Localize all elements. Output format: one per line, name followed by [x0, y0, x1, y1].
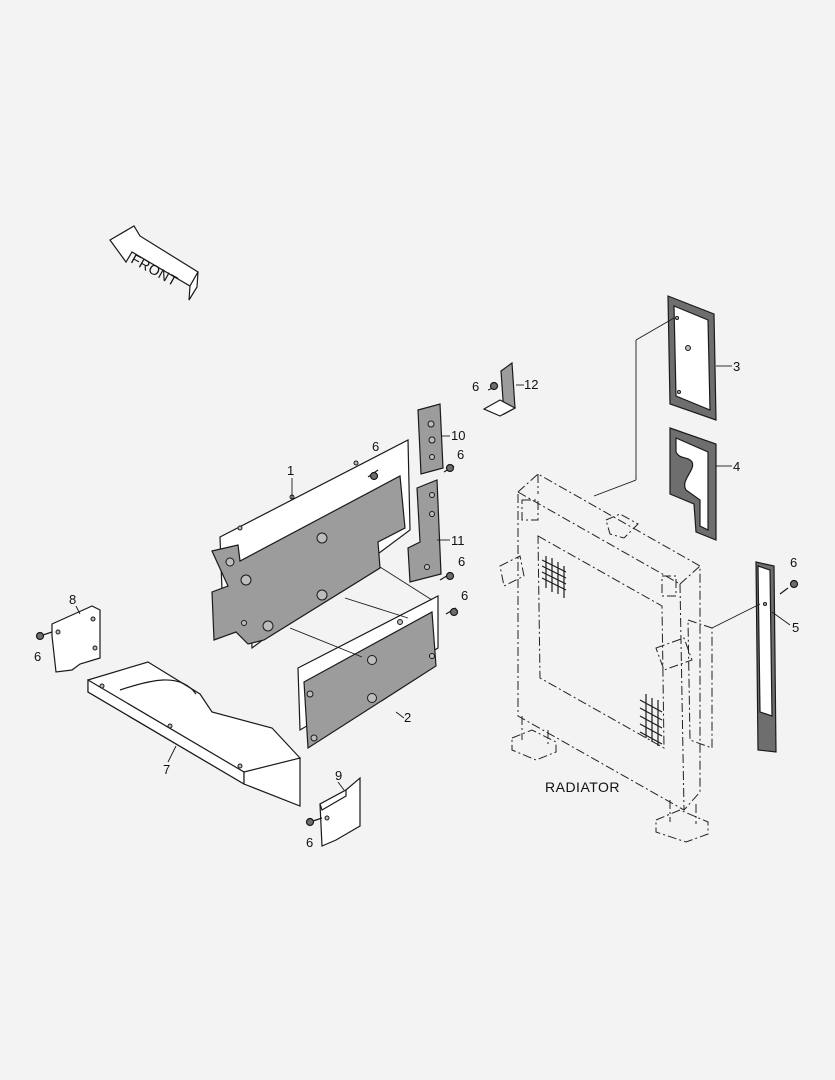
front-arrow-icon: FRONT [109, 225, 199, 301]
callouts: 1 2 3 4 5 6 6 6 6 6 6 6 6 7 8 9 10 11 12 [34, 359, 799, 850]
callout-12: 12 [524, 377, 538, 392]
bolt-icon-group [35, 381, 799, 827]
bolt-icon [35, 631, 53, 641]
callout-4: 4 [733, 459, 740, 474]
assembly-guide-lines [289, 566, 433, 658]
part-12-bracket [482, 361, 524, 417]
callout-6: 6 [306, 835, 313, 850]
radiator-label: RADIATOR [545, 779, 620, 795]
callout-8: 8 [69, 592, 76, 607]
part-4-gasket [669, 427, 717, 541]
callout-6: 6 [457, 447, 464, 462]
callout-6: 6 [461, 588, 468, 603]
radiator-core-grid [541, 556, 663, 746]
part-10-plate [417, 403, 444, 475]
bolt-icon [367, 469, 379, 481]
callout-6: 6 [458, 554, 465, 569]
part-2-plate [297, 595, 439, 750]
bolt-icon [779, 579, 799, 595]
part-3-gasket [667, 295, 717, 421]
callout-10: 10 [451, 428, 465, 443]
bolt-icon [443, 463, 455, 473]
part-8-bracket [51, 605, 101, 673]
part-9-bracket [319, 776, 361, 847]
callout-1: 1 [287, 463, 294, 478]
bolt-icon [445, 607, 459, 617]
callout-9: 9 [335, 768, 342, 783]
callout-6: 6 [34, 649, 41, 664]
leader-lines [75, 317, 791, 791]
callout-7: 7 [163, 762, 170, 777]
part-11-plate [407, 479, 442, 583]
callout-6: 6 [472, 379, 479, 394]
part-7-cover [87, 661, 302, 807]
callout-5: 5 [792, 620, 799, 635]
part-1-large-plate [211, 475, 406, 645]
radiator-outline [499, 473, 713, 843]
part-5-strip [755, 561, 777, 753]
callout-6: 6 [372, 439, 379, 454]
callout-6: 6 [790, 555, 797, 570]
callout-11: 11 [451, 533, 465, 548]
callout-2: 2 [404, 710, 411, 725]
callout-3: 3 [733, 359, 740, 374]
bolt-icon [305, 817, 323, 827]
bolt-icon [487, 381, 499, 391]
bolt-icon [439, 571, 455, 581]
